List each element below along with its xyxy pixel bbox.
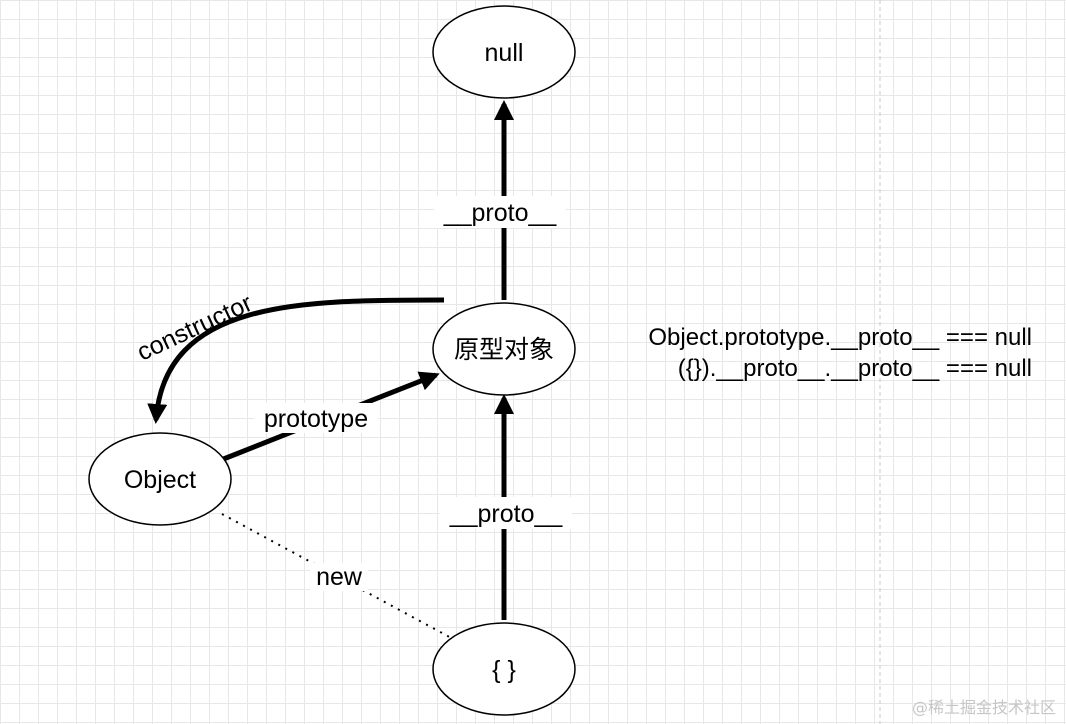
edge-label-proto-top: __proto__ xyxy=(434,196,566,228)
node-instance[interactable]: { } xyxy=(432,622,576,716)
svg-text:__proto__: __proto__ xyxy=(449,500,564,528)
node-null[interactable]: null xyxy=(432,5,576,99)
equation-line: Object.prototype.__proto__ === null xyxy=(648,324,1032,351)
edge-constructor xyxy=(147,297,445,424)
edge-label-new: new xyxy=(310,563,368,591)
node-null-label: null xyxy=(485,39,524,67)
svg-text:__proto__: __proto__ xyxy=(443,199,558,227)
watermark: @稀土掘金技术社区 xyxy=(911,698,1056,717)
edge-label-constructor: constructor xyxy=(133,289,257,367)
node-prototype-object-label: 原型对象 xyxy=(454,336,554,364)
svg-text:new: new xyxy=(316,563,363,591)
equation-line: ({}).__proto__.__proto__ === null xyxy=(677,355,1032,382)
svg-text:prototype: prototype xyxy=(264,405,368,433)
equation-notes: Object.prototype.__proto__ === null ({})… xyxy=(648,322,1032,384)
edge-label-proto-bottom: __proto__ xyxy=(440,497,572,529)
edge-label-prototype: prototype xyxy=(254,403,378,433)
node-object[interactable]: Object xyxy=(88,432,232,526)
node-prototype-object[interactable]: 原型对象 xyxy=(432,302,576,396)
node-object-label: Object xyxy=(124,466,196,494)
node-instance-label: { } xyxy=(492,656,516,684)
